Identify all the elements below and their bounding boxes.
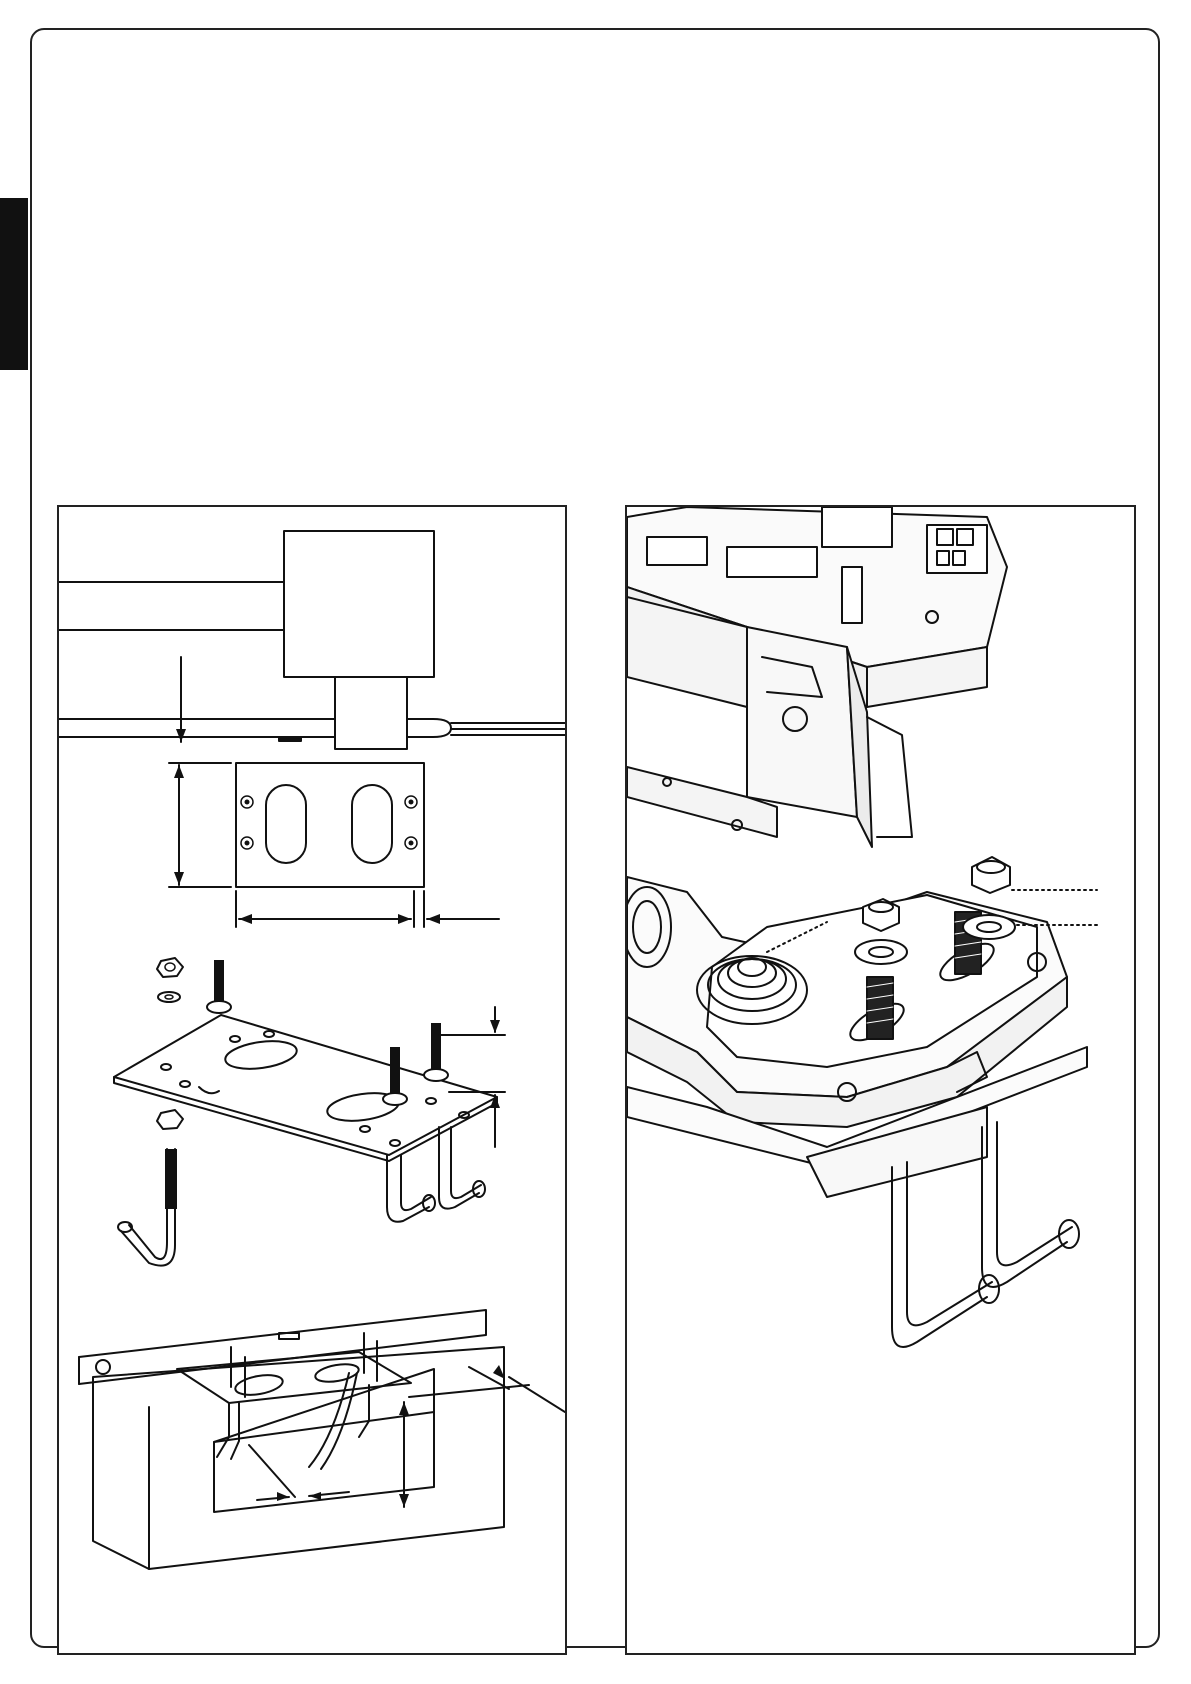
figure-panel-left: [57, 505, 567, 1655]
top-view-diagram: [59, 531, 565, 927]
foundation-diagram: [79, 1310, 565, 1569]
isometric-plate-diagram: [114, 958, 505, 1266]
motor-fixing-drawing: [627, 507, 1134, 1653]
motor-housing: [627, 507, 1007, 847]
plate-installation-drawing: [59, 507, 565, 1653]
figure-panel-right: [625, 505, 1136, 1655]
language-tab: [0, 198, 28, 370]
